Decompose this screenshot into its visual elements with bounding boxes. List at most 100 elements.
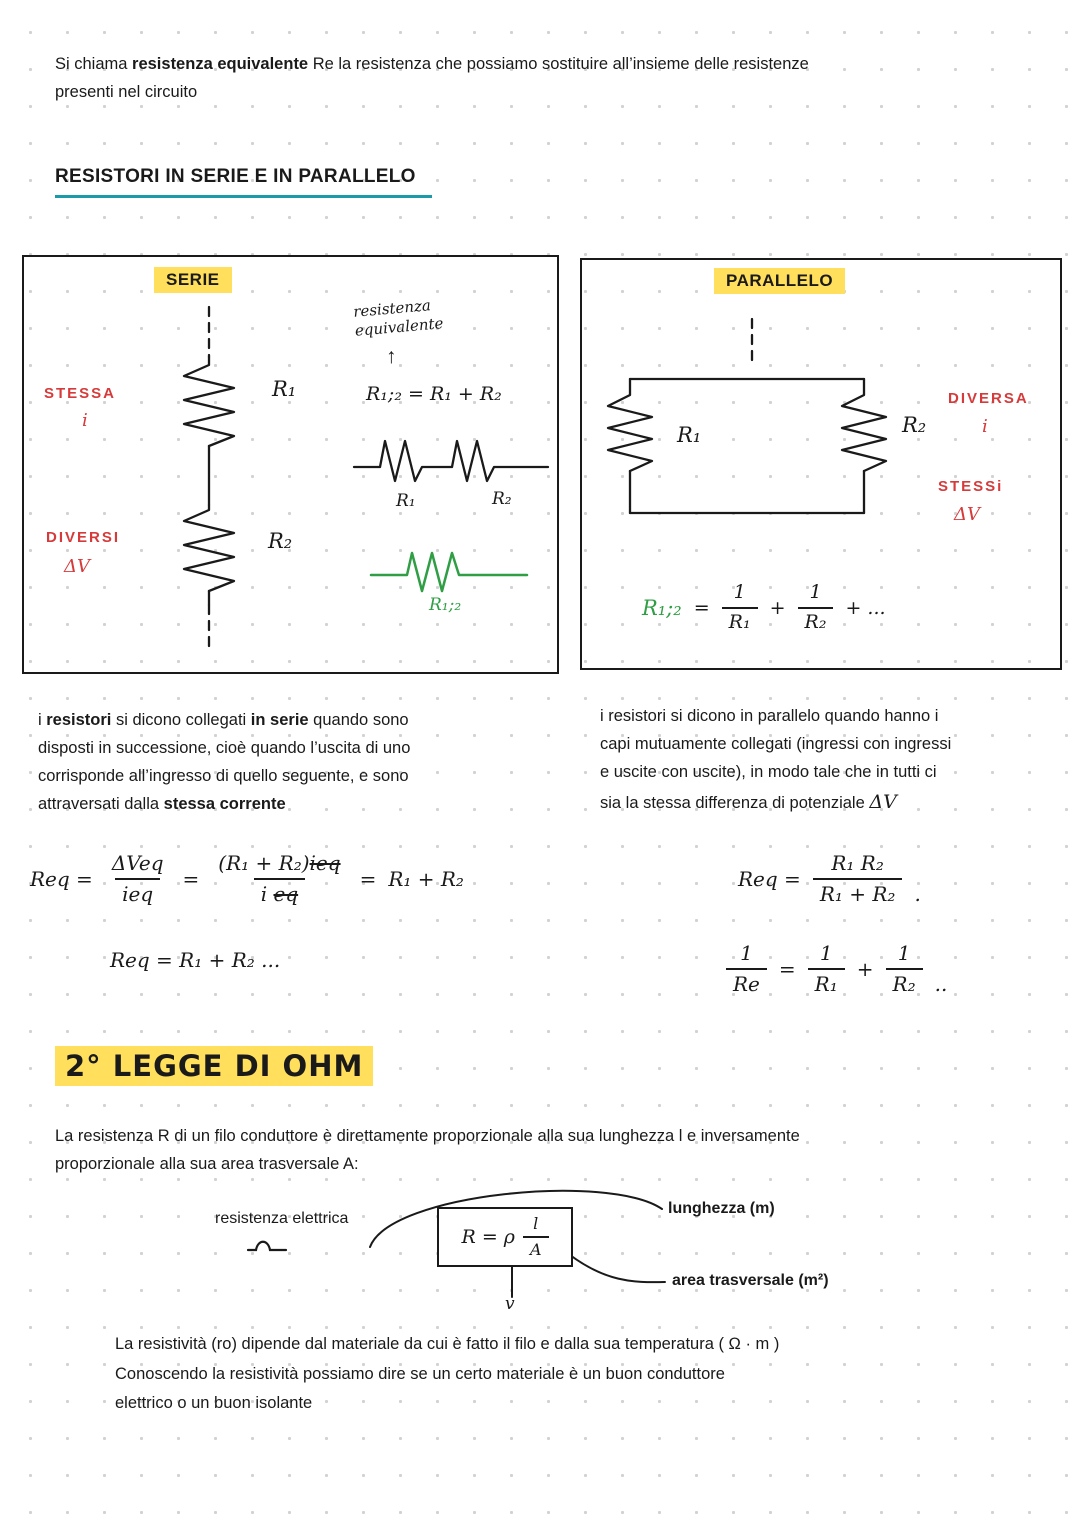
green-req-label: R₁;₂ — [429, 595, 462, 615]
label-diversi: DIVERSI — [46, 529, 121, 546]
frac-den: R₁ — [721, 606, 758, 634]
serie-para-bold-2: in serie — [250, 711, 309, 729]
v-arrow-label: v — [505, 1294, 515, 1314]
frac-den: Re — [726, 968, 767, 996]
label-diversi-dv: ΔV — [64, 556, 90, 577]
fraction-r1r2: R₁ R₂ R₁ + R₂ — [812, 851, 903, 906]
parallelo-paragraph: i resistori si dicono in parallelo quand… — [600, 702, 1060, 818]
serie-box: SERIE STESSA i DIVERSI ΔV R₁ R₂ resisten… — [22, 255, 559, 674]
lunghezza-label: lunghezza (m) — [668, 1200, 775, 1217]
serie-para-text-3: quando sono disposti in successione, cio… — [38, 711, 411, 814]
frac-den: R₁ + R₂ — [812, 878, 903, 906]
eq-lhs: Req = — [30, 867, 93, 891]
den-part: i — [260, 882, 274, 906]
eq-rhs: R₁ + R₂ — [388, 867, 464, 891]
intro-text-1: Si chiama — [55, 55, 133, 73]
frac-num: 1 — [809, 581, 822, 603]
serie-para-bold-3: stessa corrente — [163, 795, 286, 814]
frac-den: ieq — [115, 878, 161, 906]
parallelo-para-dv: ΔV — [869, 791, 897, 814]
serie-para-text: i — [38, 711, 47, 729]
plus-sign: + — [856, 957, 874, 981]
label-stessi-dv: ΔV — [954, 504, 980, 525]
frac-num: l — [533, 1213, 539, 1233]
eq-line2: Req = R₁ + R₂ ... — [110, 948, 281, 972]
resistor-squiggle-icon — [246, 1240, 288, 1252]
frac-num: (R₁ + R₂)ieq — [211, 852, 347, 878]
ohm-formula-prefix: R = ρ — [461, 1226, 515, 1248]
parallelo-title-chip: PARALLELO — [714, 268, 846, 294]
frac-den: i eq — [253, 878, 306, 906]
connector-curves-drawing — [369, 1189, 666, 1298]
equals-sign-2: = — [359, 867, 377, 891]
frac-den: A — [522, 1236, 549, 1259]
pair-label-r2: R₂ — [492, 489, 512, 509]
intro-bold: resistenza equivalente — [132, 55, 309, 73]
ohm-title: 2° LEGGE DI OHM — [55, 1046, 374, 1086]
plus-dots: + ... — [845, 596, 886, 619]
resistor-label-r1: R₁ — [272, 377, 297, 401]
label-stessi: STESSi — [938, 478, 1004, 495]
parallel-circuit-drawing — [606, 317, 888, 515]
intro-paragraph: Si chiama resistenza equivalente Re la r… — [55, 50, 1005, 106]
parallelo-box: PARALLELO R₁ R₂ DIVERSA i STESSi ΔV R₁;₂… — [580, 258, 1062, 670]
serie-title-chip: SERIE — [154, 267, 232, 293]
parallel-label-r2: R₂ — [902, 413, 927, 437]
label-diversa: DIVERSA — [948, 390, 1029, 407]
frac-num: 1 — [819, 941, 833, 965]
green-resistor-drawing — [369, 551, 529, 593]
parallel-formula-lhs: R₁;₂ — [642, 595, 682, 620]
resistor-label-r2: R₂ — [268, 529, 293, 553]
frac-num: 1 — [733, 581, 746, 603]
label-stessa: STESSA — [44, 385, 117, 402]
up-arrow-icon: ↑ — [386, 345, 397, 368]
plus-sign: + — [769, 596, 786, 619]
serie-equation-2: Req = R₁ + R₂ ... — [110, 948, 280, 972]
series-pair-drawing — [352, 439, 550, 483]
eq-lhs: Req = — [738, 867, 801, 891]
intro-text-2: Re la resistenza che possiamo sostituire… — [55, 55, 809, 102]
den-cancelled: eq — [273, 882, 299, 906]
section-title: RESISTORI IN SERIE E IN PARALLELO — [55, 166, 432, 198]
serie-paragraph: i resistori si dicono collegati in serie… — [38, 706, 528, 818]
frac-num: 1 — [740, 941, 753, 965]
equals-sign: = — [778, 957, 796, 981]
frac-num: 1 — [897, 941, 911, 965]
parallel-label-r1: R₁ — [677, 423, 702, 447]
equals-sign: = — [182, 867, 200, 891]
label-diversa-i: i — [982, 416, 988, 437]
serie-para-bold-1: resistori — [46, 711, 112, 729]
frac-num: R₁ R₂ — [831, 851, 884, 875]
area-label: area trasversale (m²) — [672, 1272, 829, 1289]
frac-den: R₁ — [807, 968, 845, 996]
resistivity-paragraph: La resistività (ro) dipende dal material… — [115, 1335, 780, 1413]
series-formula: R₁;₂ = R₁ + R₂ — [366, 383, 502, 405]
frac-den: R₂ — [885, 968, 923, 996]
pair-label-r1: R₁ — [396, 491, 416, 511]
ohm-paragraph: La resistenza R di un filo conduttore è … — [55, 1127, 800, 1174]
series-circuit-drawing — [182, 305, 236, 655]
serie-para-text-2: si dicono collegati — [111, 711, 251, 729]
parallelo-para-text: i resistori si dicono in parallelo quand… — [600, 707, 952, 813]
label-stessa-i: i — [82, 410, 88, 431]
frac-den: R₂ — [797, 606, 834, 634]
num-part: (R₁ + R₂) — [218, 851, 310, 875]
parallel-formula-eq: = — [693, 596, 710, 619]
trailing-dots: .. — [934, 972, 948, 996]
resistance-label: resistenza elettrica — [215, 1210, 349, 1227]
num-cancelled: ieq — [309, 851, 341, 875]
